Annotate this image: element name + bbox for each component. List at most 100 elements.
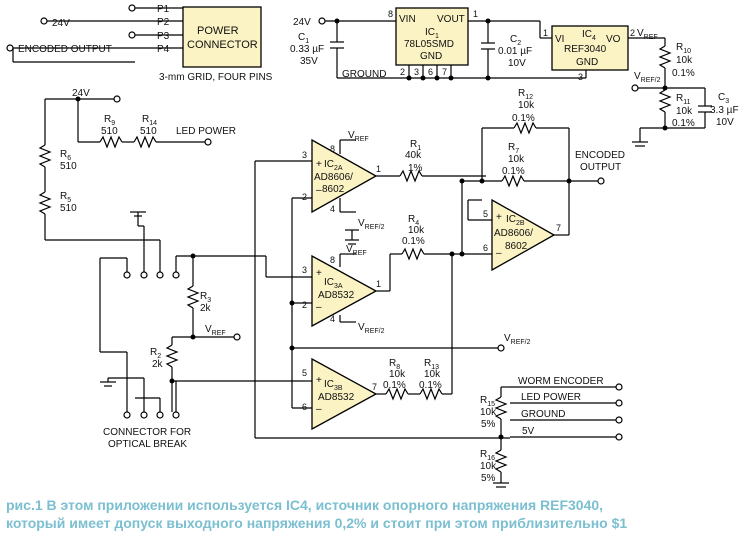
led-power-terminal[interactable] [204,138,212,146]
svg-text:5: 5 [302,368,307,378]
worm-encoder-terminal[interactable] [615,383,623,391]
optical-connector: VREF R3 2k R2 2k CONNECTOR FOR OPTICAL B… [99,253,305,450]
c3-voltage: 10V [716,117,734,128]
p4-terminal[interactable] [6,44,14,52]
ic2a-part2: 8602 [322,184,345,195]
svg-text:–: – [496,248,502,259]
optical-label2: OPTICAL BREAK [108,439,187,450]
power-connector-title2: CONNECTOR [187,39,258,51]
svg-text:1: 1 [543,28,548,38]
power-connector: POWER CONNECTOR 3-mm GRID, FOUR PINS P1 … [6,4,273,83]
svg-text:1: 1 [376,164,381,174]
reg-24v-terminal[interactable] [318,17,326,25]
p3-terminal[interactable] [128,31,136,39]
svg-text:3: 3 [302,265,307,275]
svg-text:6: 6 [428,67,433,77]
svg-text:2: 2 [302,300,307,310]
ic2a-vref-label: VREF [348,130,369,143]
opt-top-pin3[interactable] [156,271,164,279]
r12-tol: 0.1% [512,113,535,124]
out-led-power-terminal[interactable] [615,399,623,407]
net-encoded-label: ENCODED OUTPUT [18,44,112,55]
encoded-output-terminal[interactable] [597,177,605,185]
c2-value: 0.01 µF [498,46,532,57]
opt-top-pin1[interactable] [123,271,131,279]
r12-value: 10k [518,100,535,111]
r7-tol: 0.1% [502,166,525,177]
pin-p2: P2 [157,17,170,28]
ic3a-ref: IC3A [324,277,343,290]
svg-text:–: – [316,302,322,313]
r10-value: 10k [676,55,693,66]
svg-text:+: + [496,212,502,223]
r5-name: R5 [60,191,71,204]
opt-top-pin4[interactable] [172,271,180,279]
r15-value: 10k [480,407,497,418]
out-pin-led-power: LED POWER [521,392,581,403]
vref2-label-top: VREF/2 [634,71,661,84]
r8-value: 10k [389,369,406,380]
opt-bottom-pin3[interactable] [156,411,164,419]
out-5v-terminal[interactable] [615,433,623,441]
left-24v-terminal[interactable] [113,95,121,103]
r9-value: 510 [101,126,118,137]
caption-line1: рис.1 В этом приложении используется IC4… [6,497,604,513]
r4-value: 10k [408,225,425,236]
r15-name: R15 [480,395,495,408]
r11-tol: 0.1% [672,118,695,129]
reference-box [551,25,629,71]
svg-text:6: 6 [483,243,488,253]
opt-bottom-pin2[interactable] [140,411,148,419]
ic1-ref: IC1 [425,27,439,40]
c3-name: C3 [718,92,729,105]
vref-label-mid: VREF [205,324,226,337]
reg-24v-label: 24V [293,17,311,28]
svg-text:–: – [316,404,322,415]
r7-value: 10k [508,154,525,165]
svg-text:8: 8 [388,9,393,19]
pin-p1: P1 [157,4,170,15]
pin-p3: P3 [157,31,170,42]
svg-text:5: 5 [483,209,488,219]
r1-name: R1 [410,139,421,152]
svg-text:3: 3 [578,72,583,82]
regulator-box [395,7,469,66]
svg-text:7: 7 [556,223,561,233]
left-24v-label: 24V [72,88,90,99]
svg-text:2: 2 [630,28,635,38]
r3-value: 2k [200,303,212,314]
svg-text:2: 2 [302,192,307,202]
encoded-output-label1: ENCODED [575,150,625,161]
svg-text:3: 3 [302,150,307,160]
opt-top-pin2[interactable] [140,271,148,279]
opt-bottom-pin1[interactable] [123,411,131,419]
reg-vout: VOUT [437,14,465,25]
r11-value: 10k [676,106,693,117]
r16-name: R16 [480,449,495,462]
r13-value: 10k [424,369,441,380]
p1-terminal[interactable] [128,4,136,12]
vref2-terminal-mid[interactable] [497,344,505,352]
vref-terminal-mid[interactable] [233,333,241,341]
ic3b-body [311,357,378,431]
ref-vi: VI [555,34,564,45]
r9-name: R9 [104,114,115,127]
vref-label-top: VREF [637,28,658,41]
ic4-part: REF3040 [564,44,607,55]
out-ground-terminal[interactable] [615,416,623,424]
r12-name: R12 [518,88,533,101]
svg-text:+: + [316,375,322,386]
vref2-terminal[interactable] [631,84,639,92]
power-connector-box [182,6,262,68]
ic2b-body [491,198,556,272]
ic2a-vref2-label: VREF/2 [358,218,385,231]
p2-24v-terminal[interactable] [40,17,48,25]
figure-caption: рис.1 В этом приложении используется IC4… [6,496,746,532]
r1-tol: 1% [408,163,423,174]
ic2a-part1: AD8606/ [314,172,353,183]
opt-bottom-pin4[interactable] [172,411,180,419]
r13-name: R13 [424,358,439,371]
caption-line2: который имеет допуск выходного напряжени… [6,515,628,531]
svg-text:4: 4 [330,314,335,324]
